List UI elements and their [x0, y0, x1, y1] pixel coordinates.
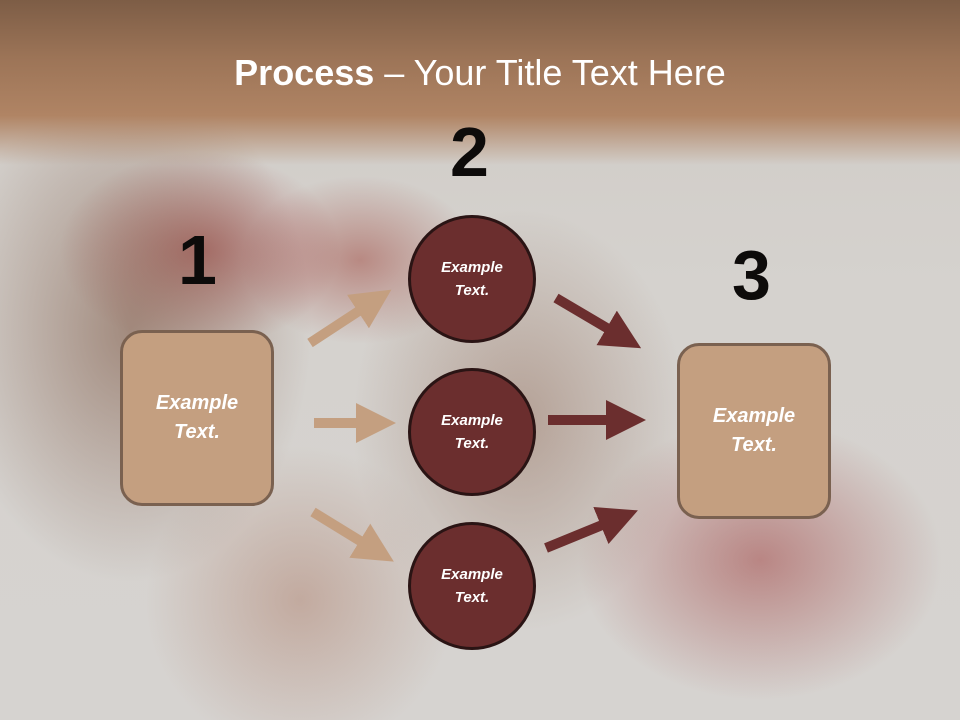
- left-box-label: Example Text.: [155, 392, 239, 443]
- header-band: [0, 0, 960, 165]
- title-rest: – Your Title Text Here: [374, 52, 726, 93]
- title-bold: Process: [234, 52, 375, 93]
- circle-bottom-label: Example Text.: [441, 566, 503, 606]
- light-arrow-down: [310, 507, 394, 562]
- step-number-2: 2: [450, 113, 489, 191]
- light-arrow-up: [307, 289, 392, 348]
- circle-top[interactable]: Example Text.: [408, 215, 536, 343]
- circle-bottom[interactable]: Example Text.: [408, 522, 536, 650]
- circle-middle-label: Example Text.: [441, 412, 503, 452]
- step-number-1: 1: [178, 221, 217, 299]
- right-box-label: Example Text.: [712, 405, 796, 456]
- left-process-box[interactable]: Example Text.: [120, 330, 274, 506]
- circle-top-label: Example Text.: [441, 259, 503, 299]
- circle-middle[interactable]: Example Text.: [408, 368, 536, 496]
- slide-title[interactable]: Process – Your Title Text Here: [0, 52, 960, 94]
- step-number-3: 3: [732, 236, 771, 314]
- right-process-box[interactable]: Example Text.: [677, 343, 831, 519]
- dark-arrow-up: [544, 507, 638, 553]
- dark-arrow-down: [553, 293, 642, 349]
